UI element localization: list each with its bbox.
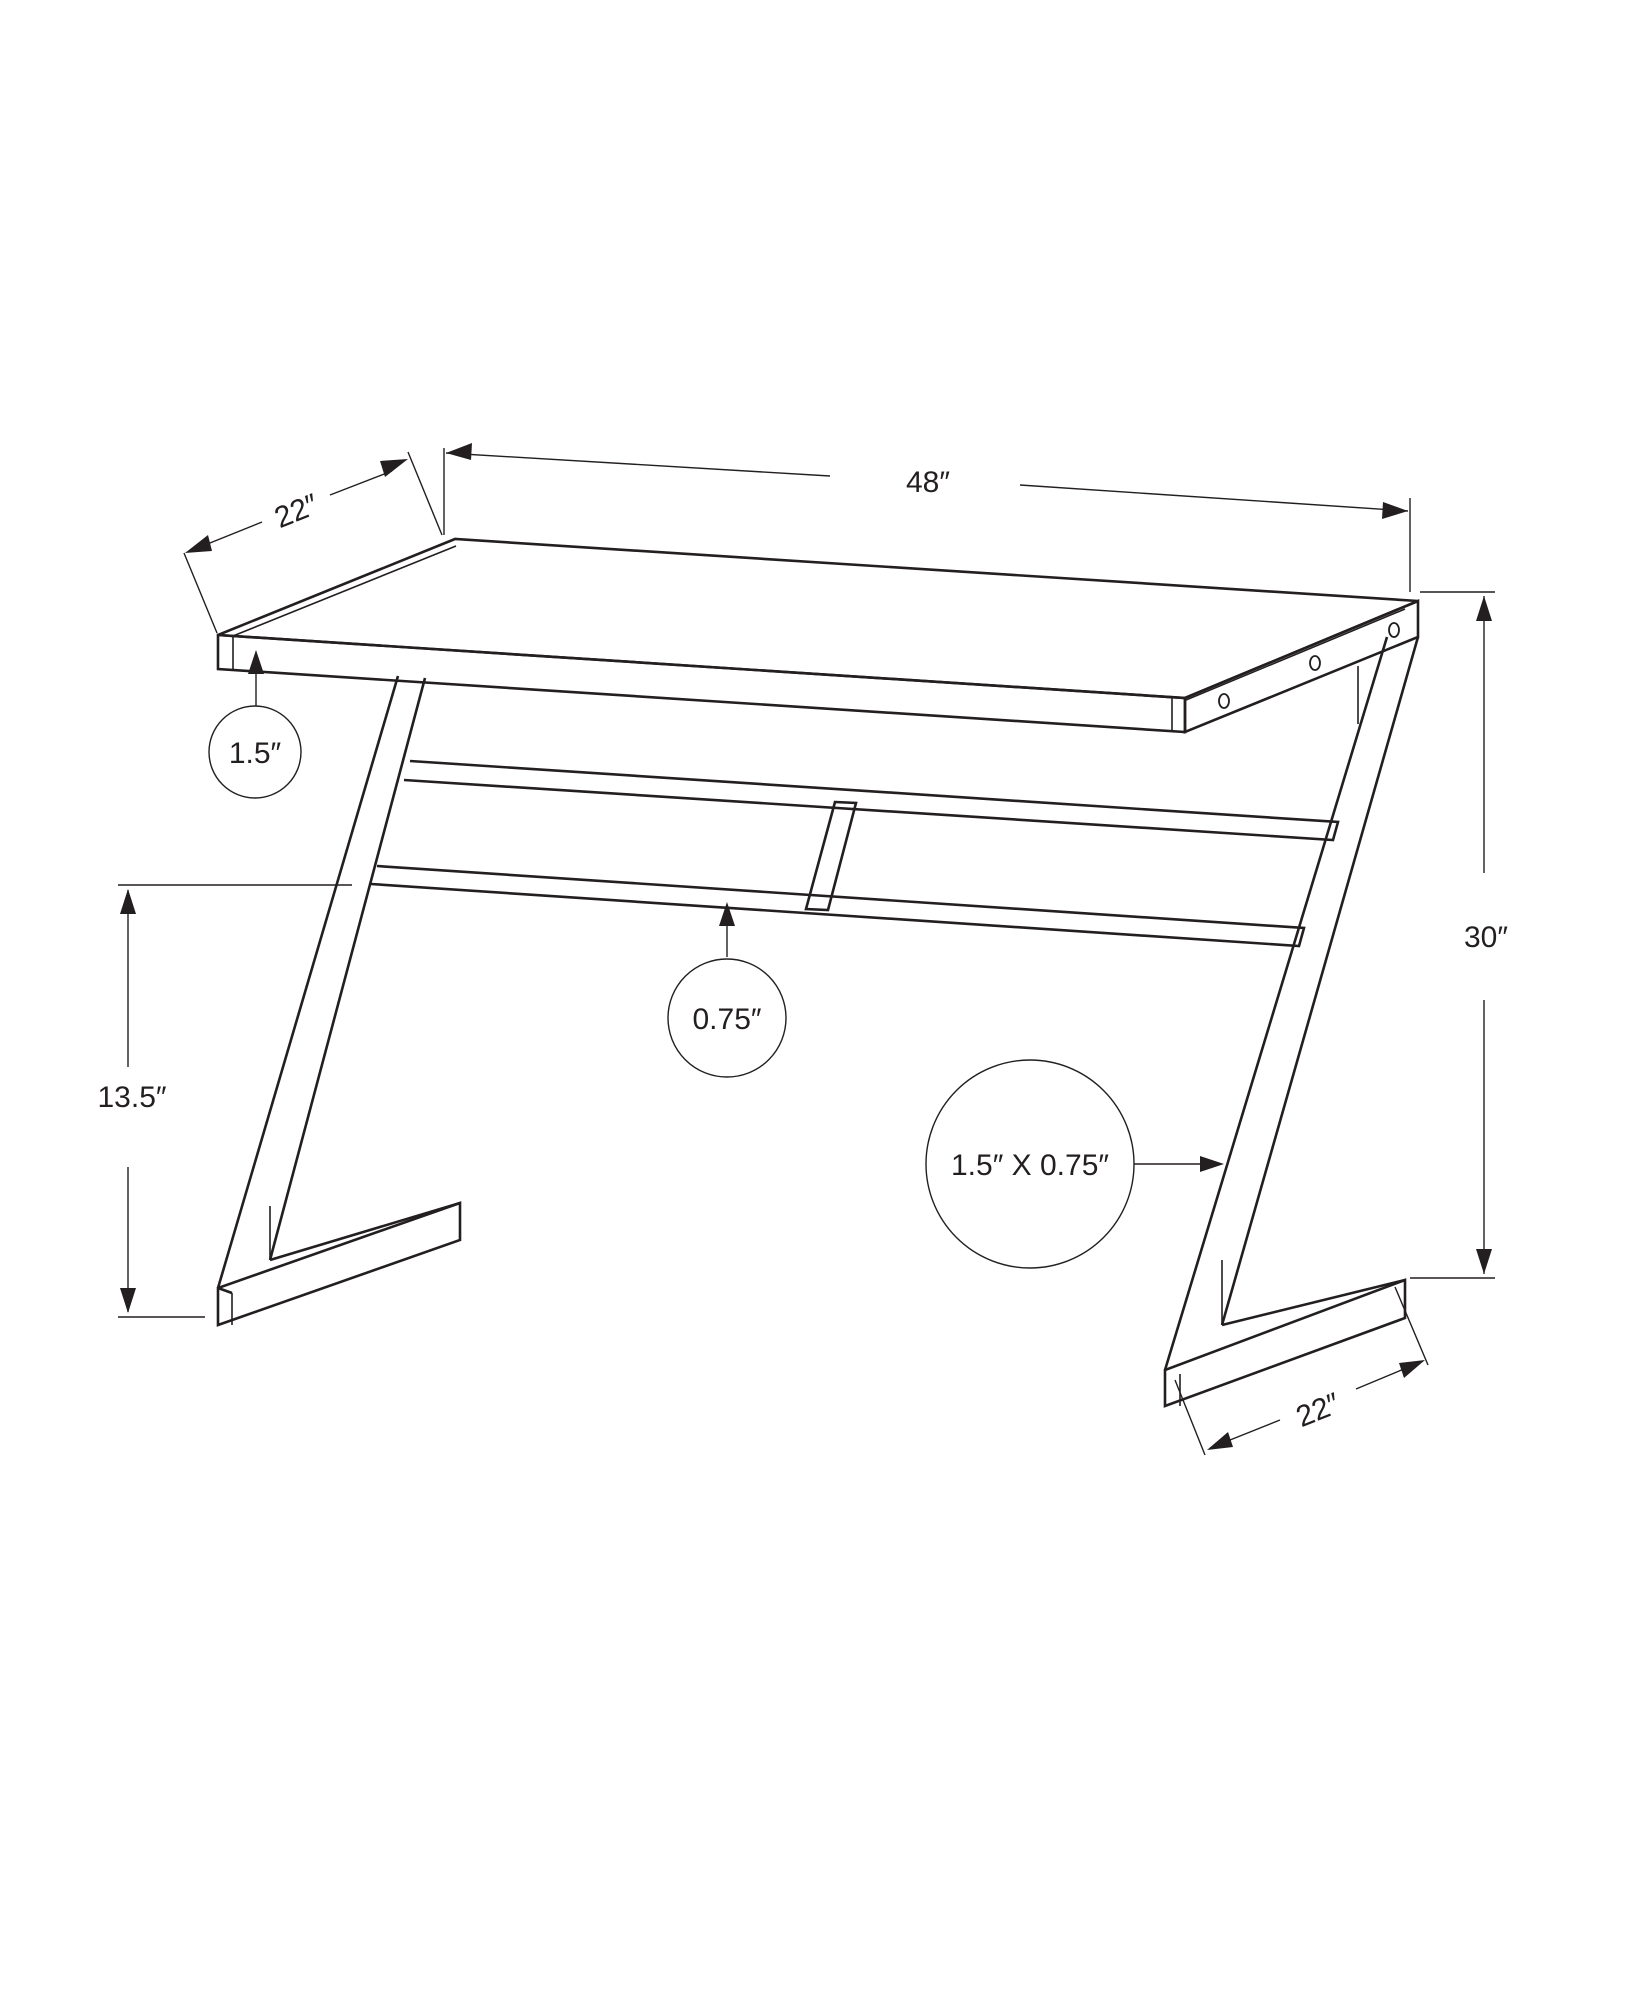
dim-leg-profile: 1.5″ X 0.75″: [925, 1059, 1224, 1269]
bolt-hole: [1218, 693, 1230, 709]
callout-bubble: [667, 958, 787, 1078]
dim-height: 30″: [1410, 591, 1508, 1279]
desk-top: [216, 537, 1420, 734]
bolt-hole: [1388, 622, 1400, 638]
dim-top-thickness: 1.5″: [208, 650, 302, 799]
dim-stretcher-thickness: 0.75″: [667, 902, 787, 1078]
right-leg: [1163, 636, 1420, 1408]
label-width: 48″: [906, 466, 950, 499]
dim-top-depth: 22″: [183, 451, 443, 634]
left-leg: [216, 675, 462, 1327]
label-stretcher-thickness: 0.75″: [692, 1003, 761, 1036]
stretcher-frame: [370, 759, 1340, 948]
label-height: 30″: [1464, 921, 1508, 954]
label-top-thickness: 1.5″: [229, 737, 282, 770]
label-leg-profile: 1.5″ X 0.75″: [951, 1149, 1109, 1182]
dim-width: 48″: [443, 443, 1411, 592]
label-base-depth: 22″: [1292, 1387, 1346, 1434]
dim-stretcher-height: 13.5″: [97, 884, 352, 1318]
label-top-depth: 22″: [270, 488, 324, 535]
dim-base-depth: 22″: [1174, 1286, 1429, 1456]
callout-bubble: [208, 705, 302, 799]
label-stretcher-height: 13.5″: [97, 1081, 166, 1114]
bolt-hole: [1309, 655, 1321, 671]
